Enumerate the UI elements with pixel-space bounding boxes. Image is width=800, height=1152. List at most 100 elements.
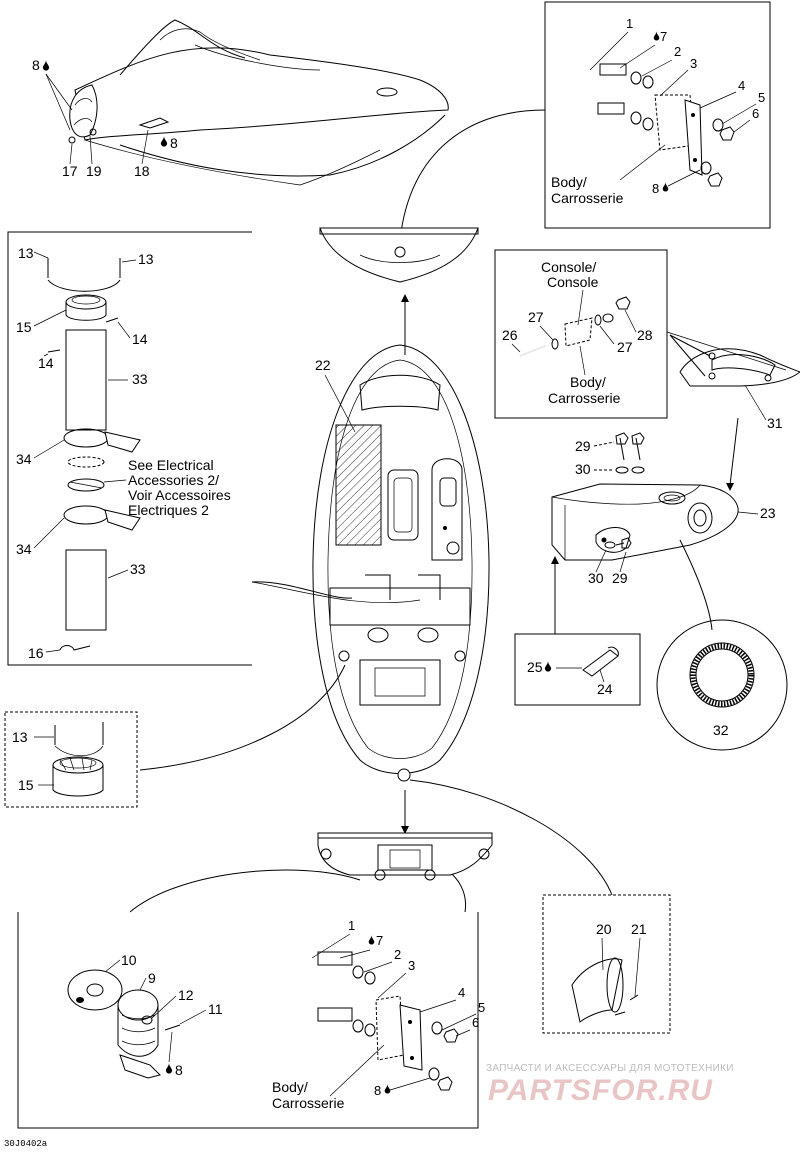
rear-grab-handle-illustration-2 xyxy=(280,951,459,1091)
oil-drop-icon xyxy=(544,661,552,672)
callout-30-a: 30 xyxy=(575,461,591,477)
drain-hose-callouts: 13 13 15 14 14 33 34 See Electrical Acce… xyxy=(16,245,231,661)
callout-4-bottom: 4 xyxy=(458,985,465,1000)
watermark-logo: PARTSFOR.RU xyxy=(488,1074,713,1107)
callout-10: 10 xyxy=(121,952,137,968)
callout-27-a: 27 xyxy=(528,309,544,325)
callout-2-bottom: 2 xyxy=(394,947,401,962)
callout-9: 9 xyxy=(148,970,156,986)
callout-6-bottom: 6 xyxy=(472,1015,479,1030)
rear-hull-illustration xyxy=(317,832,493,881)
callout-24: 24 xyxy=(597,681,613,697)
callout-13-b: 13 xyxy=(138,251,154,267)
callout-15: 15 xyxy=(16,319,32,335)
body-label-mid-1: Body/ xyxy=(570,374,606,390)
callout-18: 18 xyxy=(134,163,150,179)
callout-32: 32 xyxy=(713,722,729,738)
callout-26: 26 xyxy=(502,327,518,343)
callout-27-b: 27 xyxy=(617,339,633,355)
callout-23: 23 xyxy=(760,505,776,521)
callout-6-top: 6 xyxy=(752,106,759,121)
callout-19: 19 xyxy=(86,163,102,179)
callout-14-a: 14 xyxy=(132,331,148,347)
callout-14-b: 14 xyxy=(38,355,54,371)
watermark: ЗАПЧАСТИ И АКСЕССУАРЫ ДЛЯ МОТОТЕХНИКИ PA… xyxy=(486,1063,734,1107)
callout-17: 17 xyxy=(62,163,78,179)
callout-5-bottom: 5 xyxy=(478,1000,485,1015)
detail-box-insulator-tube xyxy=(514,633,641,706)
callout-5-top: 5 xyxy=(758,90,765,105)
body-label-top-1: Body/ xyxy=(551,174,587,190)
callout-31: 31 xyxy=(767,415,783,431)
oil-drop-icon xyxy=(368,935,375,945)
oil-drop-icon xyxy=(662,182,669,192)
oil-drop-icon xyxy=(160,136,168,147)
callout-11: 11 xyxy=(208,1001,223,1017)
bottom-box-callouts: 10 9 12 11 8 xyxy=(104,952,223,1078)
callout-33-a: 33 xyxy=(132,371,148,387)
insulator-tube-illustration xyxy=(582,646,619,677)
callout-34-a: 34 xyxy=(16,451,32,467)
detail-box-console xyxy=(494,249,668,419)
rear-bumper-illustration xyxy=(571,957,639,1023)
electrical-note-1: See Electrical xyxy=(128,457,214,473)
callout-13-a: 13 xyxy=(18,245,34,261)
callout-7-bottom: 7 xyxy=(376,933,383,948)
callout-21: 21 xyxy=(631,921,647,937)
steering-cover-callouts: 29 30 23 30 29 xyxy=(575,438,776,586)
oil-drop-icon xyxy=(384,1084,391,1094)
body-label-bottom-1: Body/ xyxy=(272,1079,308,1095)
callout-20: 20 xyxy=(596,921,612,937)
callout-7-top: 7 xyxy=(660,29,667,44)
drain-plug-assembly-illustration xyxy=(67,969,181,1079)
callout-25: 25 xyxy=(527,659,543,675)
detail-box-bottom xyxy=(17,912,479,1129)
body-label-mid-2: Carrosserie xyxy=(548,390,621,406)
callout-29-a: 29 xyxy=(575,438,591,454)
console-label-1: Console/ xyxy=(541,259,596,275)
callout-22: 22 xyxy=(315,357,331,373)
callout-8-nose: 8 xyxy=(32,57,40,73)
console-callouts: Console/ Console 27 26 28 27 Body/ Carro… xyxy=(502,259,653,406)
electrical-note-3: Voir Accessoires xyxy=(128,487,231,503)
steering-cover-fasteners xyxy=(604,432,645,549)
oil-drop-icon xyxy=(165,1063,173,1074)
callout-33-b: 33 xyxy=(130,561,146,577)
callout-8-bottom-2: 8 xyxy=(374,1083,381,1098)
callout-29-b: 29 xyxy=(612,570,628,586)
body-label-bottom-2: Carrosserie xyxy=(272,1095,345,1111)
callout-30-b: 30 xyxy=(588,570,604,586)
callout-12: 12 xyxy=(178,987,194,1003)
callout-4-top: 4 xyxy=(738,78,745,93)
steering-cover-illustration xyxy=(551,483,739,561)
console-label-2: Console xyxy=(547,274,599,290)
detail-box-rear-grab-handle xyxy=(544,1,771,229)
callout-1-bottom: 1 xyxy=(348,918,355,933)
front-bumper-illustration xyxy=(319,227,479,283)
callout-3-top: 3 xyxy=(690,56,697,71)
callout-1-top: 1 xyxy=(626,16,633,31)
glove-box-latch-illustration xyxy=(666,331,800,387)
callout-2-top: 2 xyxy=(674,44,681,59)
callout-13-c: 13 xyxy=(12,729,28,745)
figure-code: 30J0402a xyxy=(4,1139,48,1149)
drain-plug-illustration xyxy=(52,722,104,797)
callout-8-nose-2: 8 xyxy=(170,135,178,151)
hull-top-view-illustration xyxy=(312,344,490,782)
callout-34-b: 34 xyxy=(16,541,32,557)
callout-15-b: 15 xyxy=(18,777,34,793)
oil-drop-icon xyxy=(653,31,660,41)
bearing-ring-illustration xyxy=(656,619,788,751)
callout-3-bottom: 3 xyxy=(408,958,415,973)
rear-grab-handle-illustration xyxy=(568,63,735,187)
hull-nose-illustration xyxy=(68,19,449,186)
body-label-top-2: Carrosserie xyxy=(551,190,624,206)
grab-handle-callouts: 1 7 2 3 4 5 6 Body/ Carrosserie 8 xyxy=(551,16,765,206)
callout-28: 28 xyxy=(637,327,653,343)
hull-nose-callouts: 8 17 19 18 8 xyxy=(32,57,178,179)
drain-hose-illustration xyxy=(47,258,141,651)
electrical-note-2: Accessories 2/ xyxy=(128,472,219,488)
console-fastener-illustration xyxy=(519,296,631,357)
watermark-tagline: ЗАПЧАСТИ И АКСЕССУАРЫ ДЛЯ МОТОТЕХНИКИ xyxy=(486,1063,734,1074)
oil-drop-icon xyxy=(42,60,50,71)
